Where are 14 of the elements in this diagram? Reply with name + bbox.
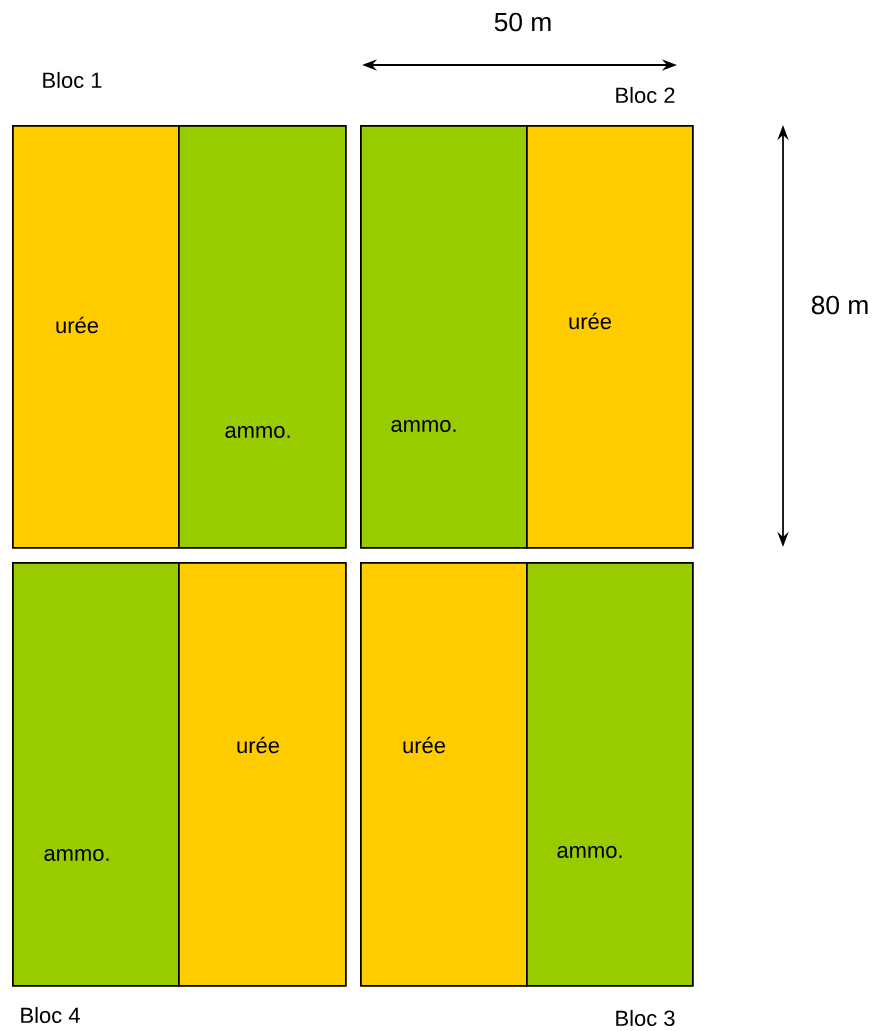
plot-rectangle: urée bbox=[178, 562, 347, 987]
block-label: Bloc 1 bbox=[43, 71, 102, 89]
block-label: Bloc 4 bbox=[21, 1006, 80, 1024]
plot-rectangle: urée bbox=[12, 125, 180, 549]
block-label: Bloc 3 bbox=[616, 1009, 675, 1027]
plot-rectangle: ammo. bbox=[360, 125, 528, 549]
block-label: Bloc 2 bbox=[616, 86, 675, 104]
plot-rectangle: ammo. bbox=[12, 562, 180, 987]
plot-rectangle: ammo. bbox=[178, 125, 347, 549]
plot-rectangle: urée bbox=[526, 125, 694, 549]
plot-rectangle: ammo. bbox=[526, 562, 694, 987]
dimension-label: 80 m bbox=[811, 295, 868, 315]
plot-rectangle: urée bbox=[360, 562, 528, 987]
dimension-label: 50 m bbox=[494, 12, 551, 32]
